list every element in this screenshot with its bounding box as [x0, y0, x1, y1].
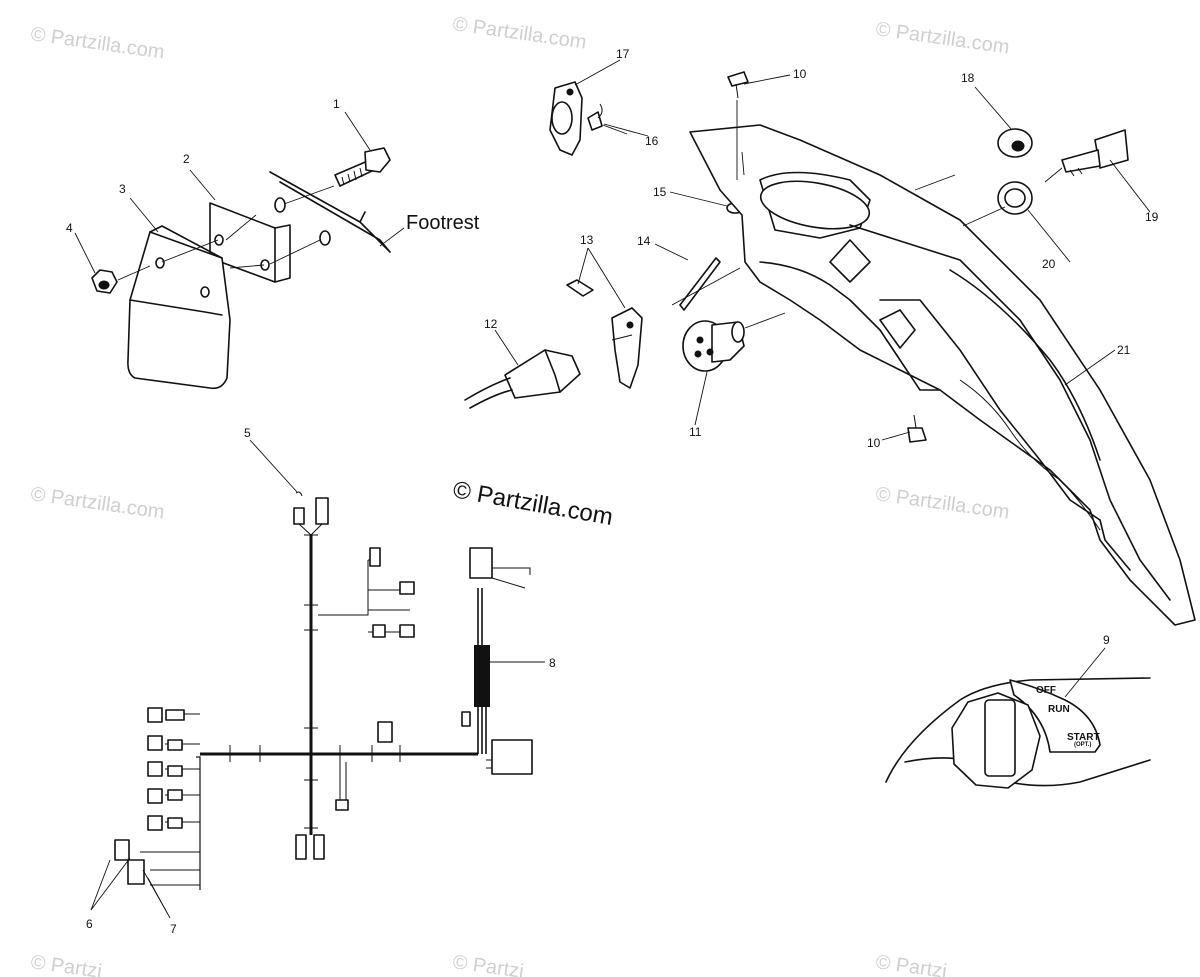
connector-part-5	[293, 491, 329, 536]
bolt-part-1	[334, 147, 391, 187]
washer-lower	[319, 230, 331, 246]
harness-sleeve-part-8	[474, 645, 490, 707]
watermark-bottom-right: © Partzi	[874, 951, 948, 977]
callout-20: 20	[1042, 257, 1056, 271]
connector-part-7	[127, 859, 145, 885]
watermark-center: © Partzilla.com	[451, 476, 615, 531]
washer-upper	[274, 197, 286, 213]
key-switch-part-11	[682, 320, 745, 372]
callout-leaders	[74, 59, 1151, 919]
callout-4: 4	[66, 221, 73, 235]
connector-part-16	[587, 103, 603, 131]
callout-3: 3	[119, 182, 126, 196]
watermark-bottom-left: © Partzi	[29, 951, 103, 977]
pin-part-13	[566, 279, 643, 389]
wiring-harness	[114, 491, 533, 890]
connector-part-6	[114, 839, 130, 861]
watermark-top-right: © Partzilla.com	[874, 18, 1011, 59]
callout-2: 2	[183, 152, 190, 166]
watermark-top-center: © Partzilla.com	[451, 13, 588, 54]
screw-part-10-bottom	[907, 414, 927, 443]
callout-1: 1	[333, 97, 340, 111]
callout-numbers: 1 2 3 4 5 6 7 8 9 10 10 11 12 13 14 15 1…	[66, 47, 1159, 936]
nut-part-4	[91, 269, 118, 294]
callout-16: 16	[645, 134, 659, 148]
footrest-label: Footrest	[406, 212, 480, 234]
callout-21: 21	[1117, 343, 1131, 357]
callout-19: 19	[1145, 210, 1159, 224]
screw-part-10-top	[727, 71, 749, 99]
callout-10-top: 10	[793, 67, 807, 81]
nut-part-18	[997, 128, 1033, 158]
key-part-19	[1061, 129, 1129, 177]
switch-position-start: START	[1067, 732, 1100, 743]
watermark-mid-left: © Partzilla.com	[29, 483, 166, 524]
watermark-top-left: © Partzilla.com	[29, 23, 166, 64]
watermark-bottom-center: © Partzi	[451, 951, 525, 977]
callout-15: 15	[653, 185, 667, 199]
callout-10-bottom: 10	[867, 436, 881, 450]
callout-8: 8	[549, 656, 556, 670]
callout-12: 12	[484, 317, 498, 331]
ignition-switch-detail-part-9: OFF RUN START (OPT.)	[885, 677, 1151, 789]
footrest-rail	[269, 171, 391, 253]
console-part-21	[689, 124, 1196, 626]
footrest-group	[91, 147, 391, 390]
callout-11: 11	[689, 425, 702, 439]
callout-18: 18	[961, 71, 975, 85]
switch-position-off: OFF	[1036, 685, 1056, 696]
sensor-part-12	[464, 349, 581, 409]
switch-position-opt: (OPT.)	[1074, 742, 1091, 748]
callout-17: 17	[616, 47, 630, 61]
callout-7: 7	[170, 922, 177, 936]
nut-part-20	[997, 181, 1033, 215]
wire-clip-part-14	[679, 257, 721, 311]
callout-9: 9	[1103, 633, 1110, 647]
callout-5: 5	[244, 426, 251, 440]
mud-flap-part-3	[127, 225, 231, 390]
bracket-part-17	[549, 81, 583, 156]
callout-14: 14	[637, 234, 651, 248]
switch-position-run: RUN	[1048, 704, 1070, 715]
footrest-leader	[379, 227, 405, 247]
watermark-mid-right: © Partzilla.com	[874, 483, 1011, 524]
callout-6: 6	[86, 917, 93, 931]
callout-13: 13	[580, 233, 594, 247]
watermarks: © Partzilla.com © Partzilla.com © Partzi…	[29, 13, 1011, 977]
